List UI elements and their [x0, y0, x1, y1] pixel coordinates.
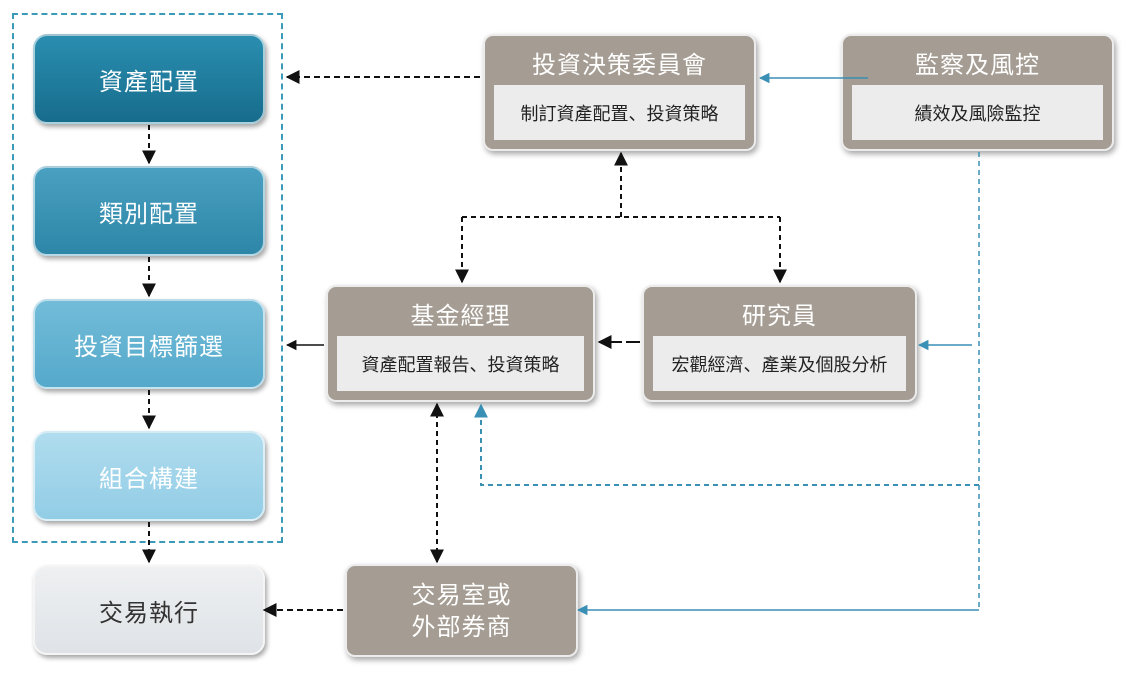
- allocation-process-frame: [12, 13, 283, 543]
- investment-committee-desc: 制訂資產配置、投資策略: [520, 103, 719, 125]
- dealer-label-line1: 交易室或: [411, 580, 512, 609]
- trade-execution-label: 交易執行: [99, 598, 199, 627]
- investment-committee-box: 投資決策委員會 制訂資產配置、投資策略: [483, 34, 756, 151]
- portfolio-construction-box: 組合構建: [33, 431, 265, 521]
- supervision-risk-title: 監察及風控: [915, 51, 1040, 79]
- asset-allocation-label: 資產配置: [99, 67, 199, 96]
- investment-committee-desc-panel: 制訂資產配置、投資策略: [494, 85, 745, 140]
- dealer-label-line2: 外部券商: [411, 612, 512, 641]
- asset-allocation-box: 資產配置: [33, 34, 265, 124]
- supervision-risk-box: 監察及風控 績效及風險監控: [841, 34, 1114, 151]
- fund-manager-desc-panel: 資產配置報告、投資策略: [337, 336, 584, 391]
- monitor-arrow-fund-manager: [474, 403, 979, 486]
- target-screening-box: 投資目標篩選: [33, 299, 265, 389]
- investment-committee-title: 投資決策委員會: [532, 51, 707, 79]
- fund-manager-box: 基金經理 資產配置報告、投資策略: [326, 285, 595, 402]
- portfolio-construction-label: 組合構建: [99, 464, 199, 493]
- dealer-box: 交易室或 外部券商: [345, 564, 578, 657]
- researcher-desc: 宏觀經濟、產業及個股分析: [671, 354, 888, 376]
- researcher-desc-panel: 宏觀經濟、產業及個股分析: [653, 336, 906, 391]
- supervision-risk-desc: 績效及風險監控: [914, 103, 1041, 125]
- fund-manager-desc: 資產配置報告、投資策略: [361, 354, 560, 376]
- supervision-risk-desc-panel: 績效及風險監控: [852, 85, 1103, 140]
- researcher-box: 研究員 宏觀經濟、產業及個股分析: [642, 285, 917, 402]
- target-screening-label: 投資目標篩選: [74, 332, 224, 361]
- category-allocation-box: 類別配置: [33, 166, 265, 256]
- category-allocation-label: 類別配置: [99, 199, 199, 228]
- trade-execution-box: 交易執行: [33, 565, 265, 655]
- fund-manager-title: 基金經理: [410, 302, 511, 330]
- researcher-title: 研究員: [742, 302, 817, 330]
